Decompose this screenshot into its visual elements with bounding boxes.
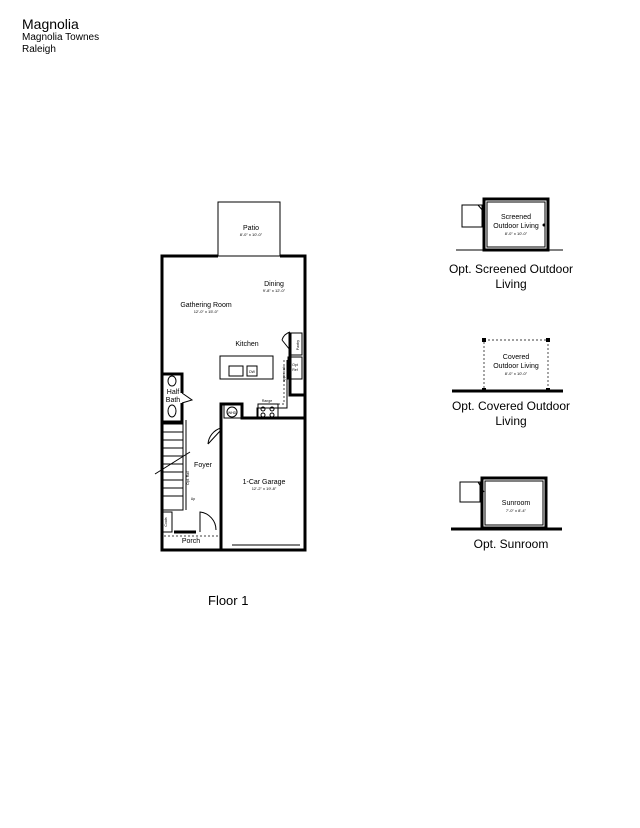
half-bath-wall-bottom — [162, 403, 184, 424]
gathering-room-label: Gathering Room — [180, 302, 232, 309]
dining-label: Dining — [264, 281, 284, 288]
water-heater-closet — [223, 403, 242, 419]
covered-name-2: Outdoor Living — [493, 363, 539, 370]
range-burner — [260, 412, 266, 418]
kitchen-label: Kitchen — [235, 341, 258, 348]
range-burner — [260, 406, 266, 412]
sunroom-caption-line1: Opt. Sunroom — [473, 537, 549, 551]
covered-dims: 8'-0" x 10'-0" — [505, 371, 528, 376]
covered-name: Covered — [503, 354, 530, 361]
pantry-wall — [288, 333, 304, 397]
whd-label: WHD — [228, 411, 237, 415]
dw-label: DW — [249, 370, 256, 374]
stairs — [154, 420, 191, 511]
range-burner — [269, 406, 275, 412]
covered-option-caption: Opt. Covered Outdoor Living — [421, 399, 601, 429]
garage-label: 1-Car Garage — [243, 479, 286, 486]
opt-ref-space — [287, 356, 303, 380]
screened-name: Screened — [501, 214, 531, 221]
city-name: Raleigh — [22, 44, 56, 55]
opt-rail-label: Opt. Rail — [186, 471, 190, 485]
pantry-label: Pantry — [296, 340, 300, 350]
opt-ref-label-2: Ref — [292, 368, 297, 372]
option-covered-outdoor-living: Covered Outdoor Living 8'-0" x 10'-0" — [452, 338, 563, 393]
kitchen-counter — [256, 360, 288, 418]
pantry-door — [281, 331, 291, 351]
opt-ref-label: Opt — [292, 363, 298, 367]
option-sunroom: Sunroom 7'-0" x 8'-4" — [451, 476, 562, 531]
screened-caption-line2: Living — [495, 277, 527, 291]
screened-dims: 8'-0" x 10'-0" — [505, 231, 528, 236]
half-bath-label-2: Bath — [166, 397, 181, 404]
bath-toilet — [167, 404, 177, 418]
screened-caption-line1: Opt. Screened Outdoor — [448, 262, 574, 276]
coats-closet — [162, 511, 173, 533]
coats-label: Coats — [164, 517, 168, 526]
gathering-room-dims: 12'-0" x 15'-0" — [194, 309, 219, 314]
patio-label: Patio — [243, 225, 259, 232]
upper-cab-label: upper cab — [282, 366, 286, 382]
half-bath-label: Half — [167, 389, 180, 396]
bath-sink — [167, 375, 177, 387]
sunroom-name: Sunroom — [502, 500, 531, 507]
plan-name: Magnolia — [22, 16, 79, 32]
water-heater — [226, 406, 238, 418]
covered-caption-line1: Opt. Covered Outdoor — [451, 399, 571, 413]
kitchen-island — [219, 355, 274, 380]
island-sink — [228, 365, 244, 377]
garage-dims: 12'-2" x 19'-8" — [252, 486, 277, 491]
range-label: Range — [262, 399, 272, 403]
front-door — [199, 511, 217, 532]
foyer-label: Foyer — [194, 462, 213, 469]
community-name: Magnolia Townes — [22, 32, 100, 43]
main-floor-plan: Patio 8'-0" x 10'-0" Dining 9'-8" x 12'-… — [154, 201, 307, 552]
floor-caption: Floor 1 — [208, 593, 249, 608]
exterior-walls — [160, 254, 307, 552]
sunroom-option-caption: Opt. Sunroom — [421, 537, 601, 552]
sunroom-dims: 7'-0" x 8'-4" — [506, 508, 527, 513]
option-screened-outdoor-living: Screened Outdoor Living 8'-0" x 10'-0" — [456, 197, 563, 252]
bath-door — [181, 392, 194, 404]
plan-header: Magnolia Magnolia Townes Raleigh — [22, 16, 99, 56]
screened-option-caption: Opt. Screened Outdoor Living — [421, 262, 601, 292]
stairs-up-label: Up — [191, 497, 196, 501]
patio-dims: 8'-0" x 10'-0" — [240, 232, 263, 237]
screened-name-2: Outdoor Living — [493, 223, 539, 230]
garage-entry-door — [207, 427, 222, 445]
garage-walls — [219, 402, 305, 550]
half-bath-wall-top — [162, 372, 184, 393]
dishwasher — [246, 365, 258, 377]
covered-caption-line2: Living — [495, 414, 527, 428]
dining-dims: 9'-8" x 12'-0" — [263, 288, 286, 293]
range-burner — [269, 412, 275, 418]
porch-label: Porch — [182, 538, 200, 545]
